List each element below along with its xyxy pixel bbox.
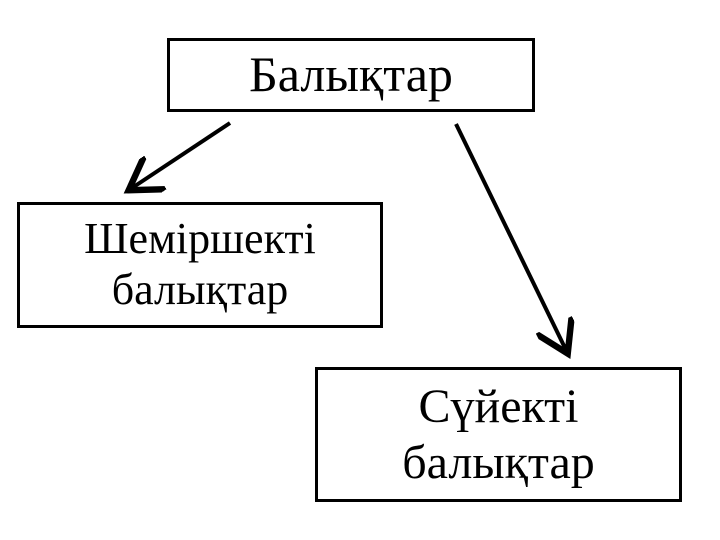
- bony-label-line-1: Сүйекті: [418, 380, 579, 434]
- arrow-root-to-bony: [454, 123, 566, 350]
- child-node-cartilaginous-fish: Шеміршекті балықтар: [17, 202, 383, 328]
- child-node-bony-fish: Сүйекті балықтар: [315, 367, 682, 502]
- arrow-root-to-cartilaginous: [132, 121, 232, 188]
- cartilaginous-label-line-1: Шеміршекті: [84, 214, 316, 264]
- root-node-fish: Балықтар: [167, 38, 535, 112]
- root-node-label: Балықтар: [249, 46, 453, 103]
- cartilaginous-label-line-2: балықтар: [111, 265, 289, 314]
- bony-label-line-2: балықтар: [402, 435, 595, 489]
